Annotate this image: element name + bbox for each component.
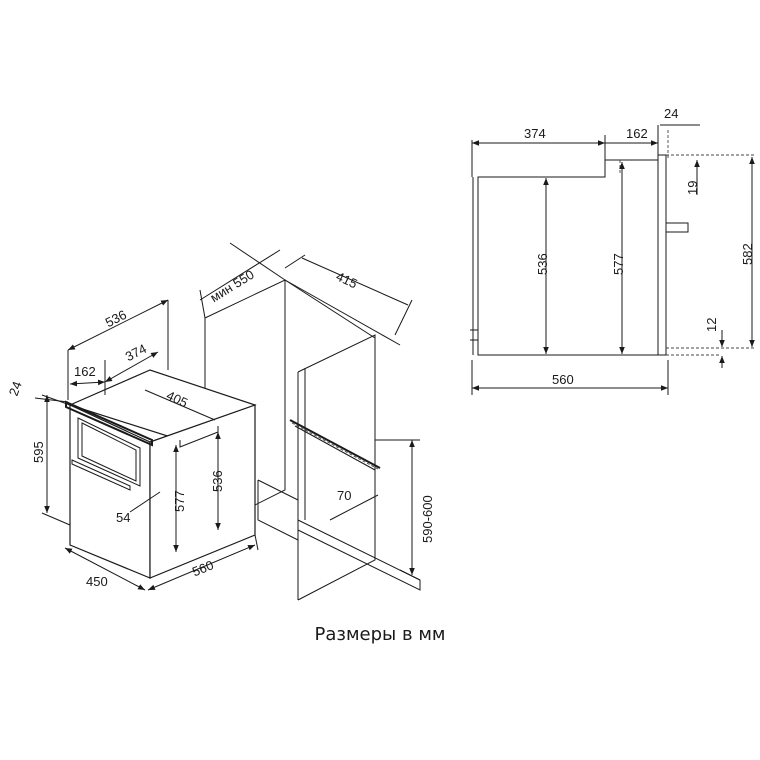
label-iso-536-vertical: 536 <box>210 470 225 492</box>
label-side-536: 536 <box>535 253 550 275</box>
label-iso-577: 577 <box>172 490 187 512</box>
label-side-577: 577 <box>611 253 626 275</box>
caption-dimensions: Размеры в мм <box>314 624 446 645</box>
label-side-162: 162 <box>626 126 648 141</box>
label-iso-450: 450 <box>86 574 108 589</box>
oven-dimensions <box>34 299 259 591</box>
label-iso-70: 70 <box>337 488 351 503</box>
label-iso-374: 374 <box>123 341 149 364</box>
oven-isometric <box>65 369 257 579</box>
label-iso-162: 162 <box>74 364 96 379</box>
label-side-560: 560 <box>552 372 574 387</box>
dimension-labels: 536 374 162 24 595 405 577 536 54 450 56… <box>6 106 755 589</box>
label-iso-24: 24 <box>6 379 25 398</box>
label-side-24: 24 <box>664 106 678 121</box>
oven-side-view <box>470 124 755 395</box>
label-iso-415: 415 <box>334 269 360 292</box>
label-iso-min550: мин 550 <box>207 267 256 306</box>
label-side-19: 19 <box>685 181 700 195</box>
label-side-582: 582 <box>740 243 755 265</box>
label-side-12: 12 <box>704 318 719 332</box>
label-iso-54: 54 <box>116 510 130 525</box>
cabinet-niche <box>199 242 421 601</box>
label-side-374: 374 <box>524 126 546 141</box>
label-iso-590-600: 590-600 <box>420 495 435 543</box>
label-iso-595: 595 <box>31 441 46 463</box>
label-iso-536: 536 <box>103 307 129 330</box>
